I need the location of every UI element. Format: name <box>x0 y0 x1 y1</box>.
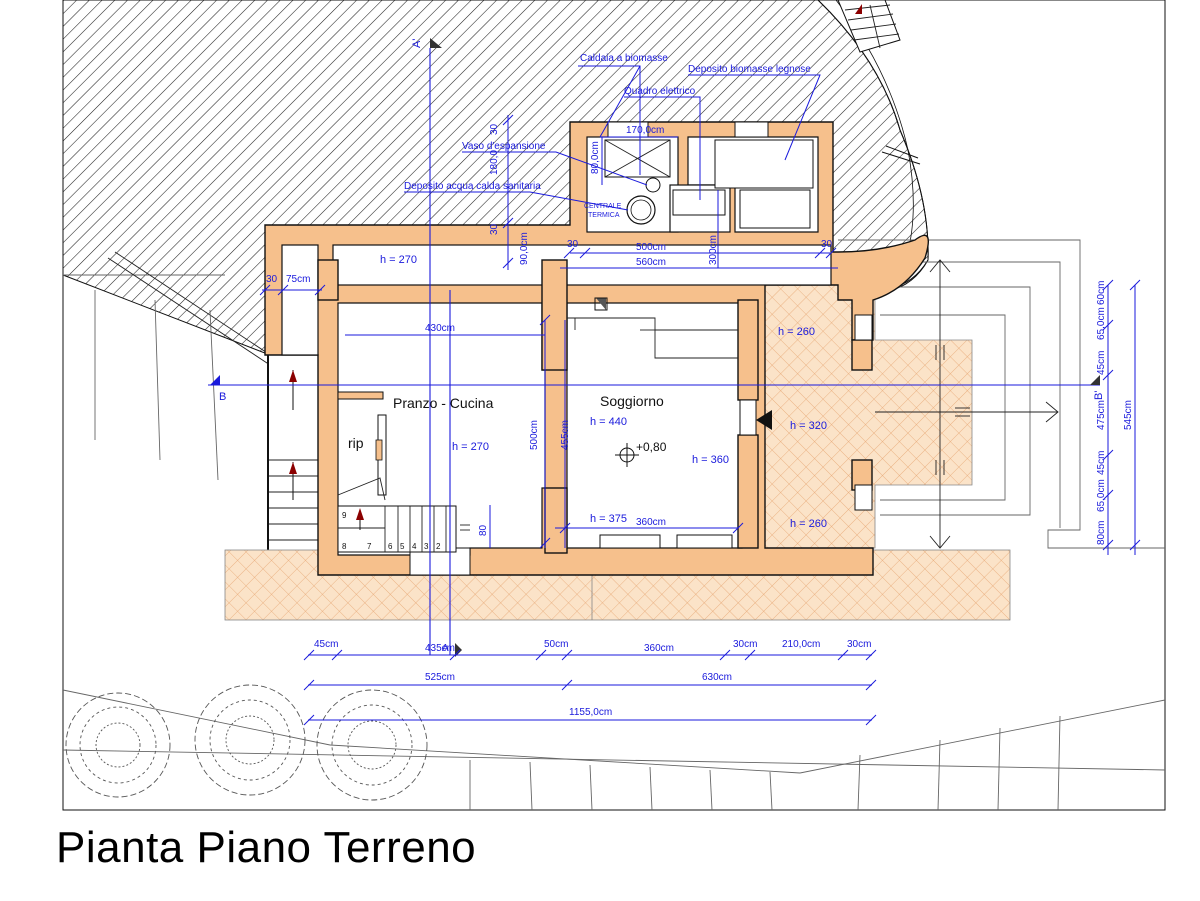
biomass-store-label: Deposito biomasse legnose <box>688 64 811 75</box>
height-porch-2: h = 320 <box>790 420 827 432</box>
dim-r-65-b: 65,0cm <box>1096 479 1107 512</box>
height-porch-3: h = 260 <box>790 518 827 530</box>
upper-stairs <box>837 0 901 53</box>
corridor-top <box>332 244 832 286</box>
living-room-label: Soggiorno <box>600 393 664 409</box>
dim-560: 560cm <box>636 257 666 268</box>
dim-360-inner: 360cm <box>636 517 666 528</box>
kitchen-fittings <box>337 391 470 553</box>
stair-step-8: 8 <box>342 542 347 551</box>
height-kitchen: h = 270 <box>452 441 489 453</box>
section-a-bottom: A <box>442 643 449 654</box>
dim-30-a: 30 <box>266 274 278 285</box>
storage-room-label: rip <box>348 435 364 451</box>
stair-step-7: 7 <box>367 542 372 551</box>
hot-water-label: Deposito acqua calda sanitaria <box>404 181 541 192</box>
dim-b-630: 630cm <box>702 672 732 683</box>
terrain-edge <box>817 0 929 293</box>
site-lines <box>62 239 1166 811</box>
dim-b-210: 210,0cm <box>782 639 820 650</box>
dim-80: 80 <box>478 524 489 536</box>
dim-b-50: 50cm <box>544 639 568 650</box>
dim-r-60: 60cm <box>1096 281 1107 305</box>
section-a-top: A' <box>411 39 423 48</box>
dim-r-45-b: 45cm <box>1096 451 1107 475</box>
dim-500-v: 500cm <box>529 420 540 450</box>
stair-step-2: 2 <box>436 542 441 551</box>
dim-500: 500cm <box>636 242 666 253</box>
dim-80-v: 80,0cm <box>590 141 601 174</box>
dim-b-360: 360cm <box>644 643 674 654</box>
dim-r-475: 475cm <box>1096 400 1107 430</box>
stair-step-6: 6 <box>388 542 393 551</box>
dim-30-d: 30 <box>821 239 833 250</box>
panel-label: Quadro elettrico <box>624 86 696 97</box>
dim-30-e: 30 <box>489 123 500 135</box>
dim-180: 180,0 <box>489 150 500 175</box>
section-lines <box>208 38 1100 657</box>
floor-level: +0,80 <box>636 440 667 454</box>
dim-b-1155: 1155,0cm <box>569 707 612 718</box>
drawing-frame <box>62 0 1166 811</box>
dimension-lines <box>259 65 1141 726</box>
dim-r-545: 545cm <box>1123 400 1134 430</box>
stair-step-3: 3 <box>424 542 429 551</box>
side-stairs <box>267 354 319 574</box>
stair-step-4: 4 <box>412 542 417 551</box>
expansion-label: Vaso d'espansione <box>462 141 546 152</box>
dim-r-45-a: 45cm <box>1096 351 1107 375</box>
tree-2-icon <box>194 684 306 796</box>
stair-step-9: 9 <box>342 511 347 520</box>
dim-b-45: 45cm <box>314 639 338 650</box>
dim-90: 90,0cm <box>519 232 530 265</box>
dim-75: 75cm <box>286 274 310 285</box>
dim-b-30: 30cm <box>733 639 757 650</box>
dim-b-525: 525cm <box>425 672 455 683</box>
tree-1-icon <box>65 692 171 798</box>
dim-b-435: 435cm <box>425 643 455 654</box>
terrain-break <box>881 151 921 165</box>
height-porch-1: h = 260 <box>778 326 815 338</box>
dim-30-c: 30 <box>489 223 500 235</box>
dim-300: 300cm <box>708 235 719 265</box>
central-label: CENTRALE <box>584 203 622 210</box>
height-living: h = 440 <box>590 416 627 428</box>
dim-430: 430cm <box>425 323 455 334</box>
dim-r-80: 80cm <box>1096 521 1107 545</box>
stair-step-5: 5 <box>400 542 405 551</box>
dim-r-65-a: 65,0cm <box>1096 307 1107 340</box>
page-title: Pianta Piano Terreno <box>56 823 477 872</box>
height-living-2: h = 360 <box>692 454 729 466</box>
terrain-break2 <box>885 145 919 159</box>
kitchen-room-label: Pranzo - Cucina <box>393 395 494 411</box>
section-b-right: B' <box>1093 391 1105 400</box>
height-top: h = 270 <box>380 254 417 266</box>
dim-455: 455cm <box>560 420 571 450</box>
dim-170: 170,0cm <box>626 125 664 136</box>
central-label-2: TERMICA <box>588 212 620 219</box>
porch-arrows <box>875 259 1059 549</box>
section-b-left: B <box>219 391 226 403</box>
entry-room <box>281 244 319 356</box>
boiler-room-fittings <box>604 139 814 229</box>
tree-3-icon <box>316 689 428 801</box>
boiler-label: Caldaia a biomasse <box>580 53 668 64</box>
living-fittings <box>567 297 772 467</box>
dim-30-b: 30 <box>567 239 579 250</box>
dim-b-30-b: 30cm <box>847 639 871 650</box>
height-living-3: h = 375 <box>590 513 627 525</box>
